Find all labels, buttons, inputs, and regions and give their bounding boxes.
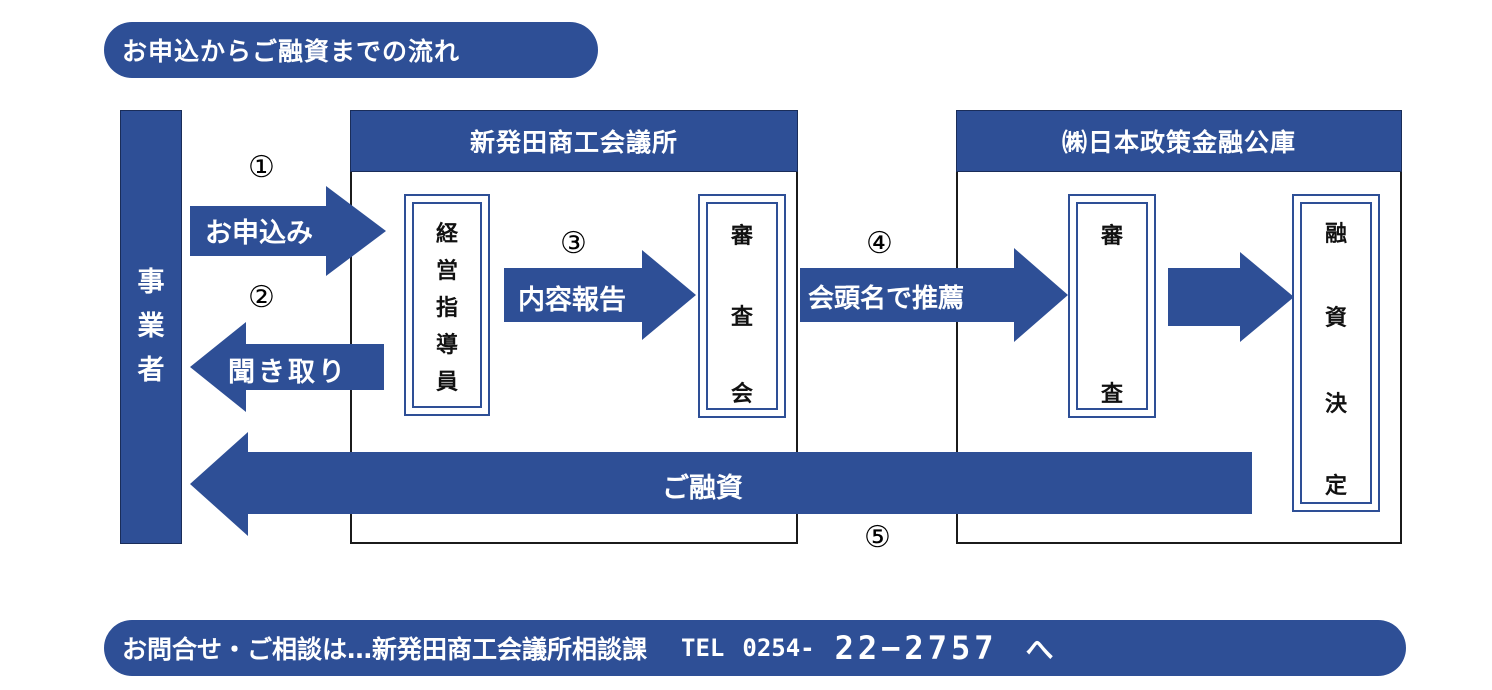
arrow-loan xyxy=(190,432,1252,536)
tel-prefix: 0254- xyxy=(742,634,815,662)
decision-char-3: 決 xyxy=(1324,392,1347,417)
jfc-review-char-1: 審 xyxy=(1100,224,1123,249)
arrow-application-label: お申込み xyxy=(205,218,313,249)
step-4-number: ④ xyxy=(866,226,893,261)
committee-char-2: 査 xyxy=(730,305,753,330)
jfc-review-box: 審 査 xyxy=(1068,194,1156,418)
contact-banner: お問合せ・ご相談は…新発田商工会議所相談課 TEL 0254- 22−2757 … xyxy=(104,620,1406,676)
jfc-header: ㈱日本政策金融公庫 xyxy=(956,110,1402,172)
applicant-bar: 事 業 者 xyxy=(120,110,182,544)
advisor-char-4: 導 xyxy=(435,333,458,358)
arrow-review-decision xyxy=(1168,252,1294,342)
step-2-number: ② xyxy=(248,280,275,315)
applicant-char-2: 業 xyxy=(137,311,165,342)
loan-decision-box: 融 資 決 定 xyxy=(1292,194,1380,512)
advisor-box: 経 営 指 導 員 xyxy=(404,194,490,416)
step-1-number: ① xyxy=(248,150,275,185)
step-3-number: ③ xyxy=(560,226,587,261)
advisor-char-5: 員 xyxy=(435,370,458,395)
review-committee-box: 審 査 会 xyxy=(698,194,786,418)
arrow-report xyxy=(504,250,696,340)
contact-text: お問合せ・ご相談は…新発田商工会議所相談課 xyxy=(122,635,648,664)
contact-suffix: へ xyxy=(1025,633,1054,666)
arrow-recommend xyxy=(800,248,1068,342)
applicant-char-3: 者 xyxy=(137,355,165,386)
advisor-char-1: 経 xyxy=(435,222,458,247)
advisor-char-2: 営 xyxy=(435,259,458,284)
arrow-recommend-label: 会頭名で推薦 xyxy=(808,284,965,314)
jfc-review-char-2: 査 xyxy=(1100,382,1123,407)
applicant-char-1: 事 xyxy=(137,267,165,298)
arrow-interview-label: 聞き取り xyxy=(228,357,348,388)
arrow-report-label: 内容報告 xyxy=(518,285,626,316)
committee-char-1: 審 xyxy=(730,224,753,249)
arrow-application xyxy=(190,186,386,276)
tel-label: TEL xyxy=(681,634,725,662)
advisor-char-3: 指 xyxy=(435,296,458,321)
step-5-number: ⑤ xyxy=(864,520,891,555)
tel-number: 22−2757 xyxy=(834,629,998,667)
arrow-interview xyxy=(190,322,384,412)
decision-char-4: 定 xyxy=(1324,474,1347,499)
decision-char-1: 融 xyxy=(1324,222,1347,247)
page-title: お申込からご融資までの流れ xyxy=(104,22,598,78)
chamber-header: 新発田商工会議所 xyxy=(350,110,798,172)
arrow-loan-label: ご融資 xyxy=(662,473,743,504)
decision-char-2: 資 xyxy=(1324,306,1347,331)
committee-char-3: 会 xyxy=(730,382,753,407)
